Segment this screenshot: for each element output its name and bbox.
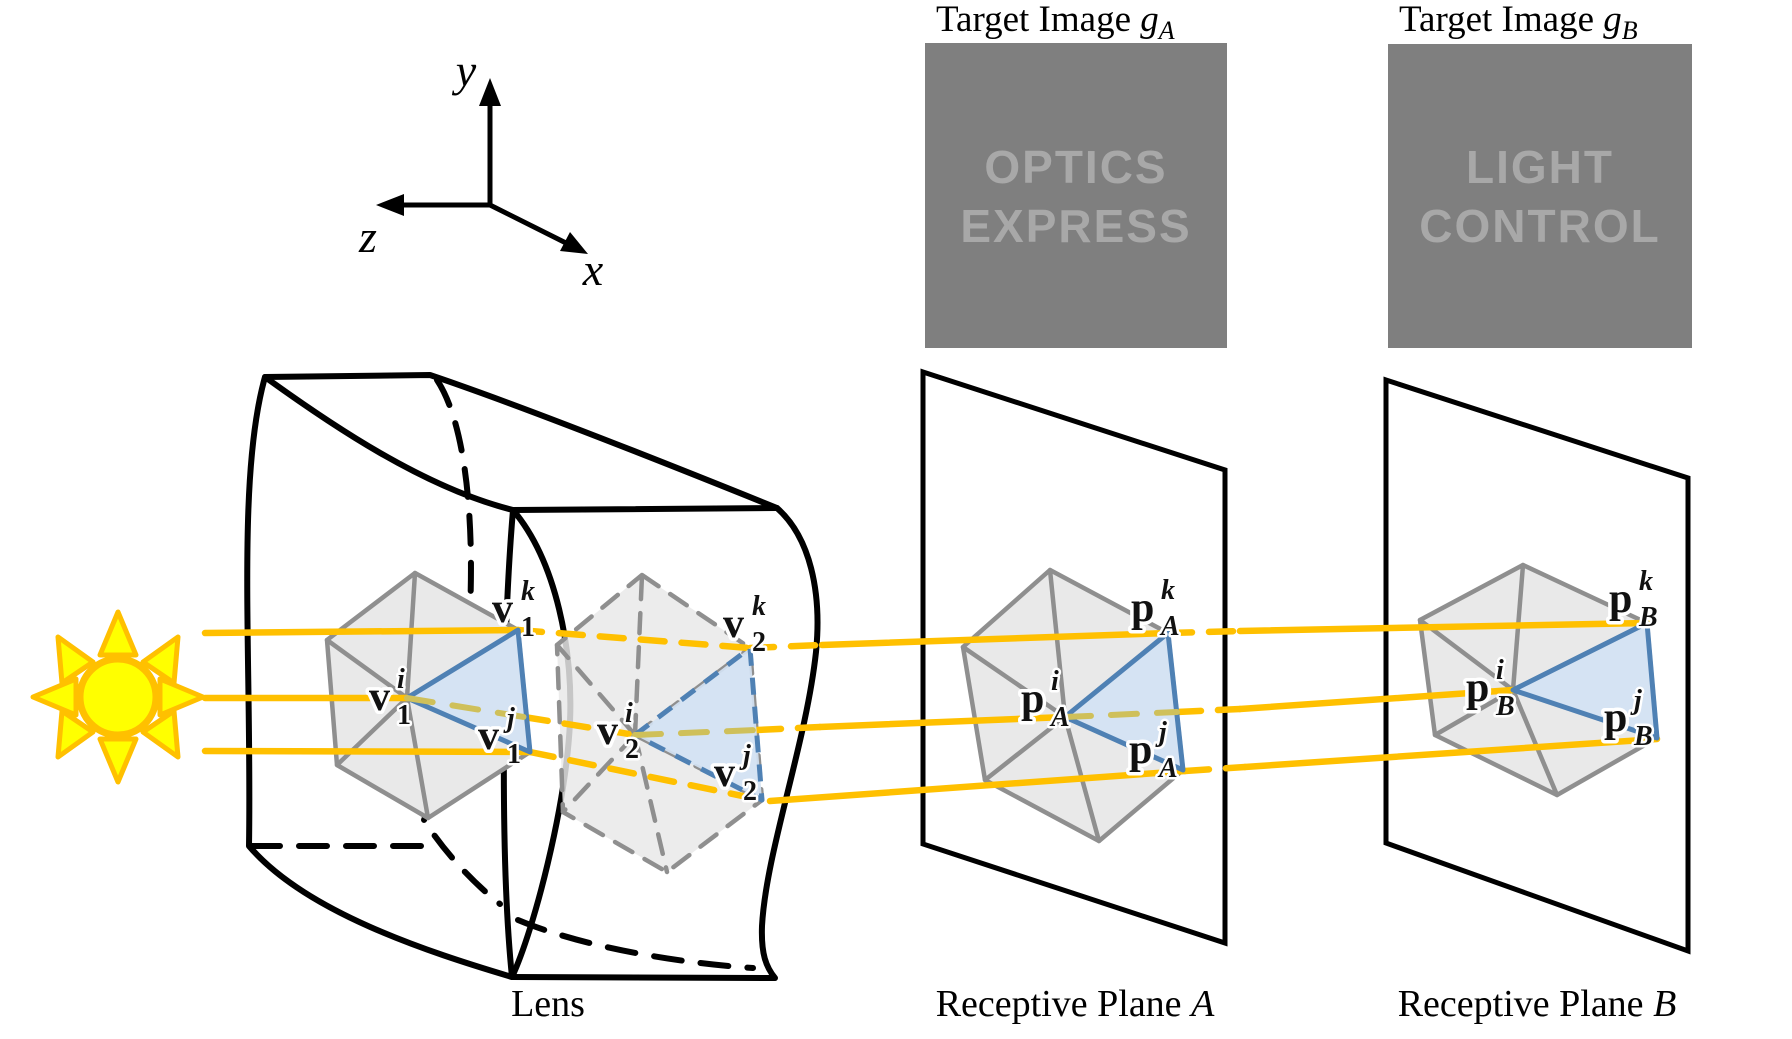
svg-text:A: A — [1049, 702, 1070, 733]
target-image-b-word-2: CONTROL — [1419, 200, 1660, 252]
svg-text:A: A — [1159, 611, 1180, 642]
svg-text:k: k — [752, 591, 766, 622]
svg-text:1: 1 — [521, 612, 535, 643]
label-v1j: v — [478, 713, 499, 759]
plane-b-caption: Receptive Plane B — [1398, 983, 1677, 1025]
svg-text:A: A — [1157, 753, 1178, 784]
svg-text:B: B — [1633, 721, 1653, 752]
label-pBj: p — [1604, 695, 1627, 741]
x-axis-label: x — [582, 244, 604, 295]
light-rays — [201, 619, 1661, 805]
svg-text:i: i — [397, 664, 405, 695]
target-image-b-word-1: LIGHT — [1466, 141, 1614, 193]
label-v1i: v — [369, 674, 390, 720]
svg-text:2: 2 — [752, 627, 766, 658]
svg-text:2: 2 — [625, 734, 639, 765]
coordinate-axes-icon: y z x — [358, 45, 604, 295]
svg-text:i: i — [1496, 655, 1504, 686]
svg-text:k: k — [521, 576, 535, 607]
label-pAj: p — [1129, 727, 1152, 773]
plane-a-caption: Receptive Plane A — [936, 983, 1215, 1025]
svg-text:i: i — [1051, 666, 1059, 697]
label-v2k: v — [723, 601, 744, 647]
sun-icon — [30, 609, 206, 785]
label-v1k: v — [492, 586, 513, 632]
target-image-b: LIGHT CONTROL Target Image gB — [1388, 0, 1692, 348]
label-v2j: v — [714, 750, 735, 796]
svg-text:B: B — [1495, 691, 1515, 722]
target-image-b-box — [1388, 44, 1692, 348]
target-image-b-title: Target Image gB — [1399, 0, 1638, 45]
svg-text:k: k — [1161, 575, 1175, 606]
y-axis-label: y — [452, 45, 477, 96]
svg-text:i: i — [625, 698, 633, 729]
label-pAi: p — [1021, 676, 1044, 722]
z-axis-label: z — [358, 211, 377, 262]
svg-text:k: k — [1639, 566, 1653, 597]
target-image-a-word-1: OPTICS — [984, 141, 1167, 193]
hidden-ray-segments — [404, 695, 1180, 738]
label-pBk: p — [1609, 576, 1632, 622]
svg-text:2: 2 — [743, 776, 757, 807]
svg-text:1: 1 — [507, 739, 521, 770]
label-pBi: p — [1466, 665, 1489, 711]
target-image-a-title: Target Image gA — [936, 0, 1175, 45]
label-pAk: p — [1131, 585, 1154, 631]
label-v2i: v — [597, 708, 618, 754]
lens-caption: Lens — [511, 983, 585, 1025]
target-image-a-box — [925, 43, 1227, 348]
mesh-triangles — [404, 620, 1660, 803]
target-image-a: OPTICS EXPRESS Target Image gA — [925, 0, 1227, 348]
svg-text:1: 1 — [397, 700, 411, 731]
svg-text:B: B — [1638, 602, 1658, 633]
target-image-a-word-2: EXPRESS — [960, 200, 1191, 252]
